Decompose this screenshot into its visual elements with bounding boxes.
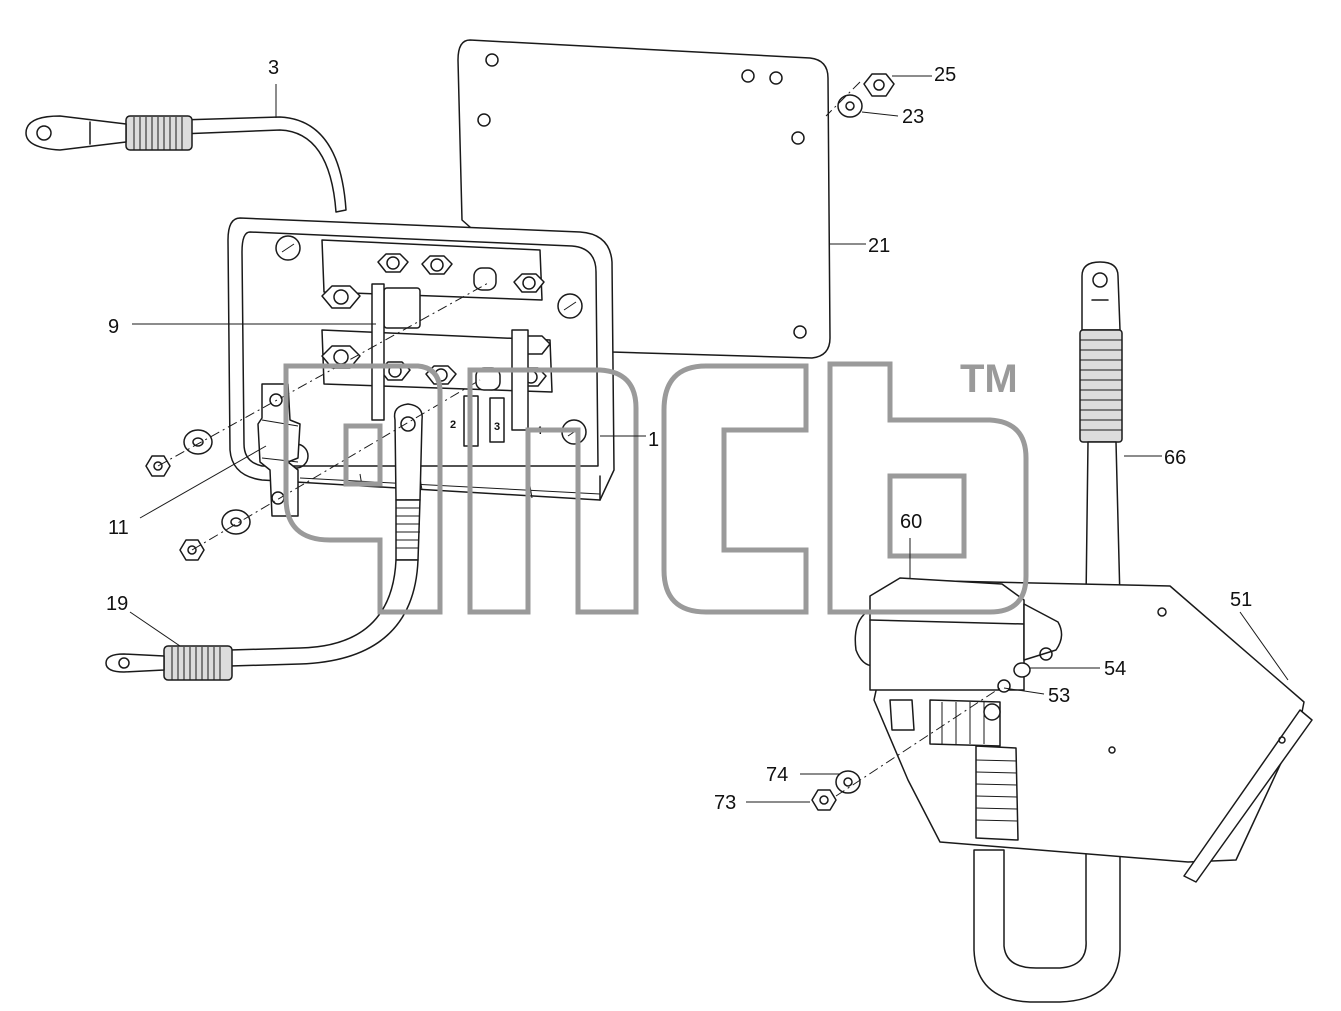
callout-66: 66	[1164, 447, 1186, 469]
terminal-number-3: 3	[494, 421, 500, 433]
callout-9: 9	[108, 316, 119, 338]
callout-labels: 3 25 23 21 9 1 66 11 60 19 51 54 53 74 7…	[106, 57, 1252, 814]
washer-23	[837, 94, 863, 118]
terminal-number-2: 2	[450, 419, 456, 431]
watermark-logo	[283, 361, 1029, 615]
callout-51: 51	[1230, 589, 1252, 611]
callout-11: 11	[108, 517, 129, 539]
washer-74	[835, 770, 861, 794]
nut-73	[811, 789, 837, 811]
callout-23: 23	[902, 106, 924, 128]
cable-19	[105, 403, 423, 681]
callout-3: 3	[268, 57, 279, 79]
leader-lines	[129, 75, 1289, 803]
callout-53: 53	[1048, 685, 1070, 707]
callout-21: 21	[868, 235, 890, 257]
relay-60	[869, 577, 1063, 841]
callout-60: 60	[900, 511, 922, 533]
washers-and-nuts-left	[145, 429, 251, 561]
callout-54: 54	[1104, 658, 1126, 680]
cable-66	[973, 261, 1123, 1003]
callout-73: 73	[714, 792, 736, 814]
nut-25	[863, 73, 895, 97]
callout-25: 25	[934, 64, 956, 86]
callout-19: 19	[106, 593, 128, 615]
callout-74: 74	[766, 764, 788, 786]
trademark-symbol: TM	[960, 357, 1018, 401]
cable-3	[25, 115, 347, 213]
callout-1: 1	[648, 429, 659, 451]
bracket-11	[257, 383, 301, 517]
assembly-lines	[157, 81, 1001, 797]
